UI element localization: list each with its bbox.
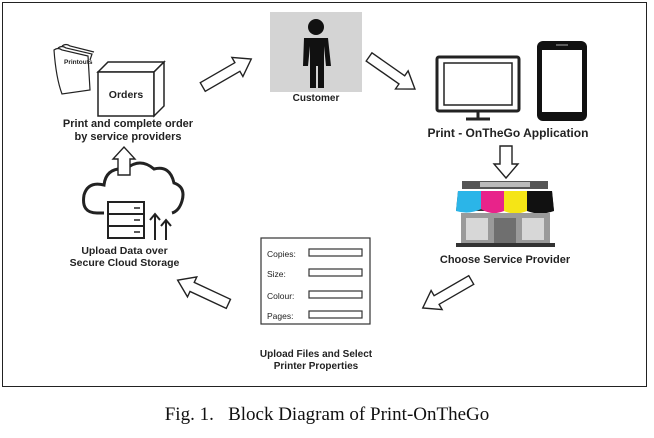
orders-label: Print and complete order by service prov… — [48, 118, 208, 143]
upload-files-label-line2: Printer Properties — [273, 360, 359, 372]
storefront-icon — [456, 181, 555, 247]
diagram-frame — [2, 2, 647, 387]
form-icon: Copies: Size: Colour: Pages: — [260, 237, 371, 325]
paper-label: Printouts — [64, 59, 93, 66]
form-field-colour: Colour: — [267, 291, 294, 301]
arrow-app-to-provider — [492, 145, 520, 180]
orders-box-icon: Printouts Orders — [53, 43, 166, 118]
upload-files-label: Upload Files and Select Printer Properti… — [236, 349, 396, 372]
orders-label-line2: by service providers — [74, 130, 182, 143]
arrow-upload-to-cloud — [176, 276, 232, 310]
arrow-provider-to-upload — [421, 274, 475, 311]
arrow-customer-to-app — [365, 51, 416, 90]
cloud-server-icon — [82, 161, 185, 240]
orders-box-label: Orders — [109, 89, 144, 101]
arrow-cloud-to-orders — [111, 145, 137, 176]
cloud-label-line1: Upload Data over — [81, 245, 168, 257]
orders-label-line1: Print and complete order — [62, 118, 194, 130]
person-icon — [270, 12, 362, 92]
arrow-orders-to-customer — [199, 56, 253, 93]
upload-files-label-line1: Upload Files and Select — [259, 349, 373, 360]
cloud-label: Upload Data over Secure Cloud Storage — [52, 245, 197, 269]
figure-caption: Fig. 1. Block Diagram of Print-OnTheGo — [164, 404, 490, 425]
monitor-icon — [435, 55, 521, 121]
cloud-label-line2: Secure Cloud Storage — [69, 257, 180, 270]
form-field-copies: Copies: — [267, 249, 296, 259]
form-field-pages: Pages: — [267, 311, 293, 321]
app-label: Print - OnTheGo Application — [427, 126, 589, 140]
phone-icon — [537, 41, 587, 121]
provider-label: Choose Service Provider — [439, 254, 571, 266]
form-field-size: Size: — [267, 269, 286, 279]
customer-label: Customer — [292, 93, 340, 104]
